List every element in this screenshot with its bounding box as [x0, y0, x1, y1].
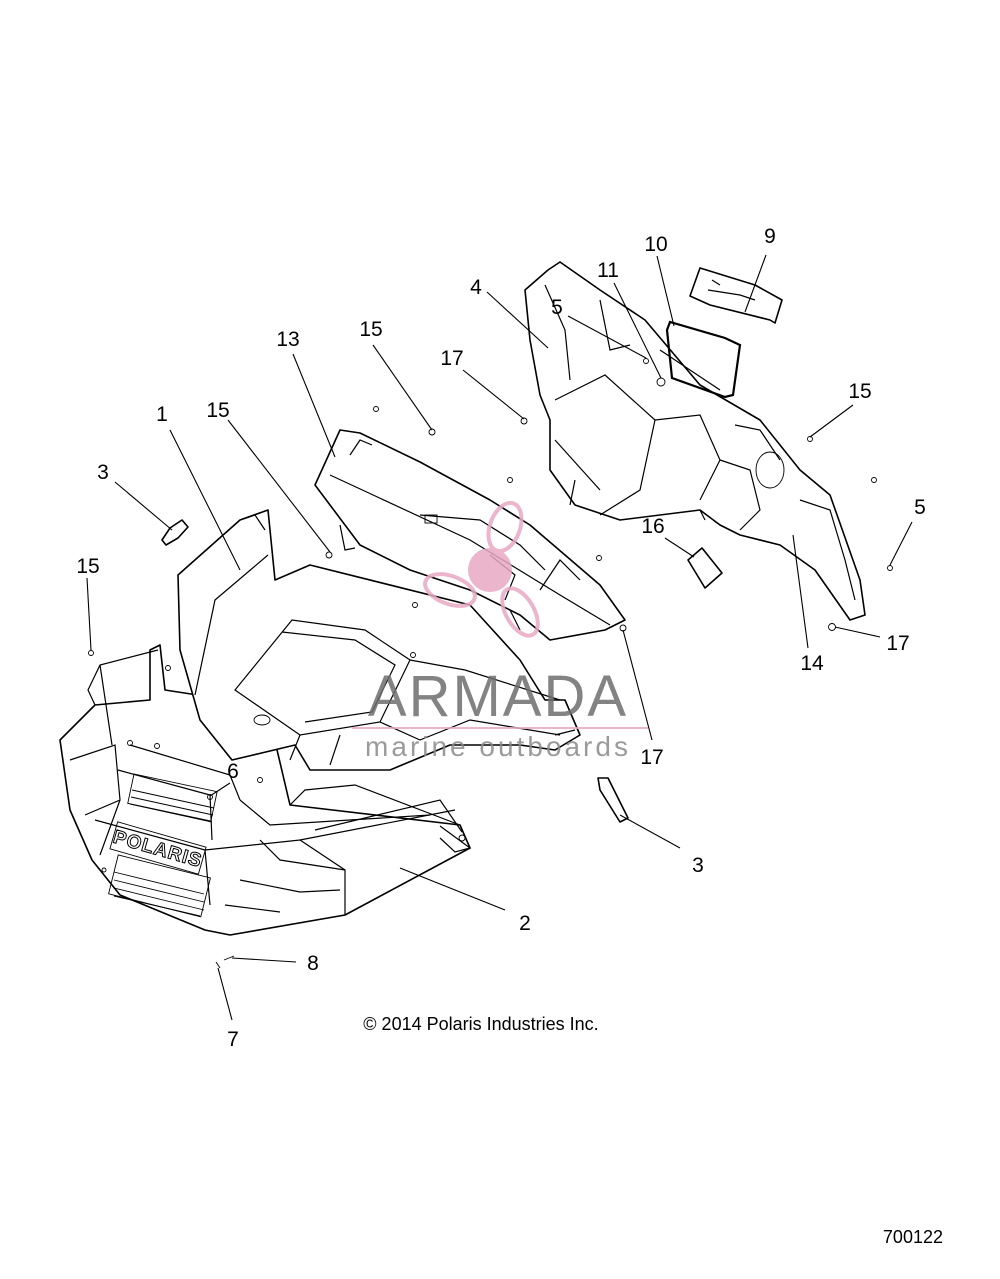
copyright-text: © 2014 Polaris Industries Inc. [363, 1014, 599, 1034]
callout-2: 2 [519, 912, 531, 935]
part-grab-handle-left [161, 519, 189, 546]
copyright-notice: © 2014 Polaris Industries Inc. [0, 1014, 1000, 1035]
grille-upper [127, 773, 218, 823]
callout-16: 16 [641, 515, 664, 538]
grille-lower [108, 854, 211, 918]
callout-14: 14 [800, 652, 824, 675]
callout-17-c: 17 [886, 632, 909, 655]
callout-labels: 1 2 3 3 4 5 5 6 7 8 9 10 11 13 14 15 15 … [76, 225, 926, 1051]
callout-13: 13 [276, 328, 299, 351]
callout-15-c: 15 [359, 318, 382, 341]
callout-8: 8 [307, 952, 319, 975]
callout-4: 4 [470, 276, 482, 299]
watermark-subtitle: marine outboards [365, 731, 631, 762]
callout-9: 9 [764, 225, 776, 248]
callout-1: 1 [156, 403, 168, 426]
callout-5-right: 5 [914, 496, 926, 519]
callout-15-a: 15 [206, 399, 229, 422]
watermark: ARMADA marine outboards [352, 500, 648, 762]
callout-6: 6 [227, 760, 239, 783]
watermark-logo-icon [423, 500, 540, 638]
callout-17-b: 17 [640, 746, 663, 769]
part-hood [177, 509, 581, 771]
callout-3-right: 3 [692, 854, 704, 877]
callout-3-left: 3 [97, 461, 109, 484]
watermark-title: ARMADA [368, 664, 628, 729]
part-access-cover [689, 267, 783, 324]
part-plate [687, 547, 723, 589]
part-front-bumper: POLARIS [59, 644, 472, 936]
callout-10: 10 [644, 233, 667, 256]
callout-7: 7 [227, 1028, 239, 1051]
callout-5-top: 5 [551, 296, 563, 319]
leader-lines [86, 254, 913, 1021]
part-grab-handle-right [597, 777, 629, 823]
part-dash-cover [314, 429, 626, 641]
part-cover-seal [665, 320, 742, 399]
callout-17-a: 17 [440, 347, 463, 370]
callout-15-b: 15 [76, 555, 99, 578]
figure-number: 700122 [882, 1227, 943, 1247]
callout-11: 11 [597, 259, 619, 282]
callout-15-d: 15 [848, 380, 871, 403]
